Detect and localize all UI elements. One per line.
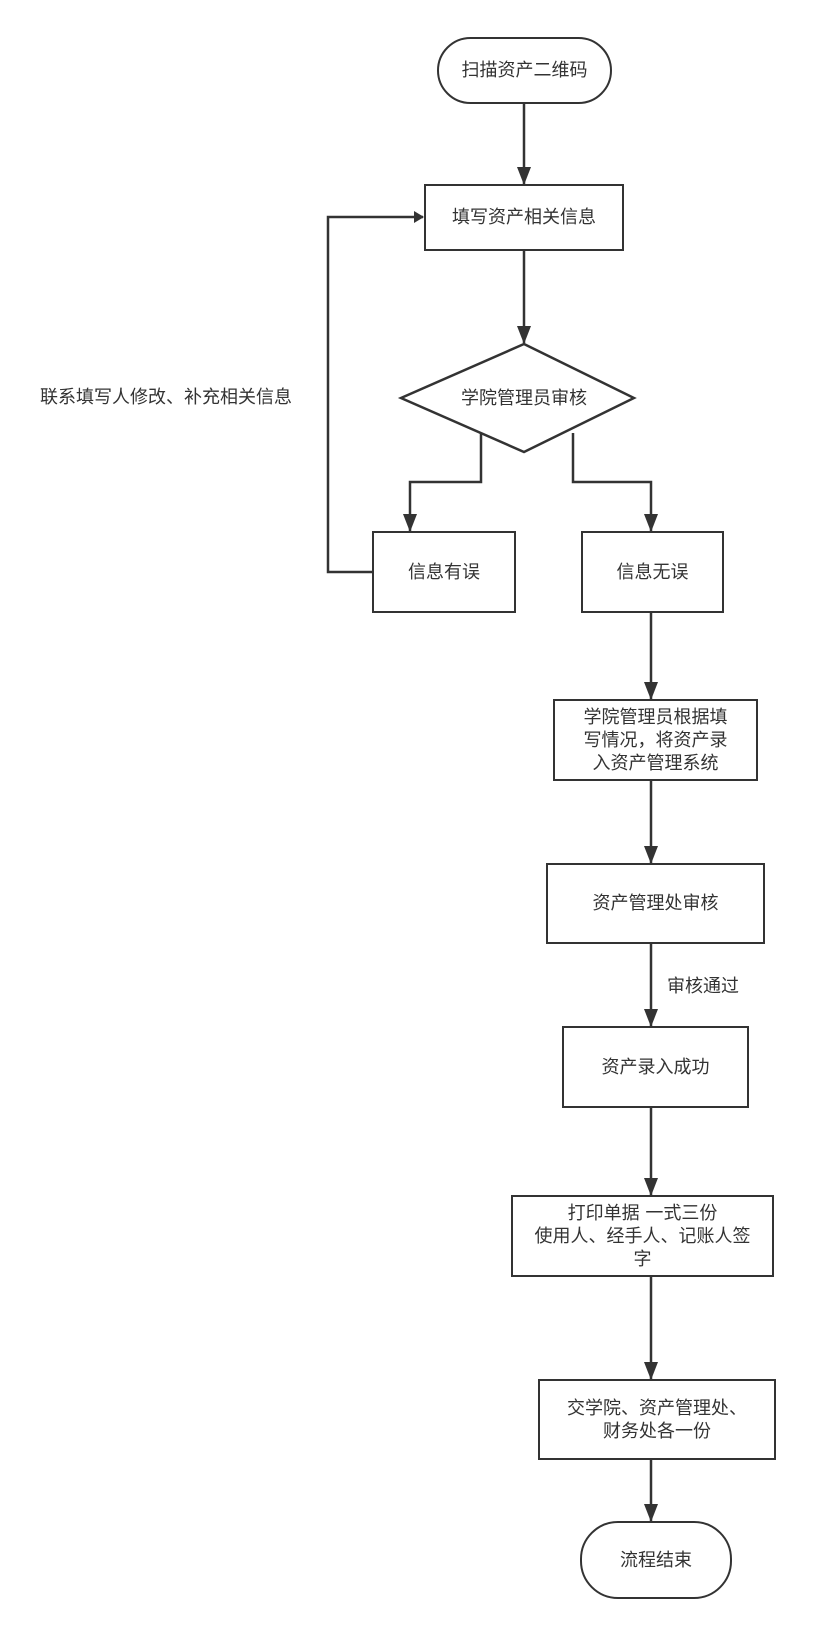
edge-label-contact-filler: 联系填写人修改、补充相关信息 xyxy=(40,383,292,409)
edge-info-error-to-fill-info xyxy=(326,211,424,574)
node-start: 扫描资产二维码 xyxy=(437,37,612,104)
node-print-docs-label: 打印单据 一式三份 使用人、经手人、记账人签 字 xyxy=(534,1202,751,1270)
node-enter-system: 学院管理员根据填 写情况，将资产录 入资产管理系统 xyxy=(553,699,758,781)
node-end: 流程结束 xyxy=(580,1521,732,1599)
node-enter-system-label: 学院管理员根据填 写情况，将资产录 入资产管理系统 xyxy=(583,706,728,774)
node-asset-office-review: 资产管理处审核 xyxy=(546,863,765,944)
node-info-error-label: 信息有误 xyxy=(408,561,480,583)
edge-review-to-info-error xyxy=(403,433,483,532)
node-fill-info: 填写资产相关信息 xyxy=(424,184,624,251)
node-start-label: 扫描资产二维码 xyxy=(461,60,588,81)
edge-label-review-passed: 审核通过 xyxy=(667,972,739,998)
node-fill-info-label: 填写资产相关信息 xyxy=(452,207,596,228)
node-distribute: 交学院、资产管理处、 财务处各一份 xyxy=(538,1379,776,1460)
node-end-label: 流程结束 xyxy=(620,1549,692,1571)
edge-review-to-info-ok xyxy=(571,433,658,532)
node-info-ok: 信息无误 xyxy=(581,531,724,613)
node-info-error: 信息有误 xyxy=(372,531,516,613)
node-college-review: 学院管理员审核 xyxy=(420,380,628,416)
node-entry-success: 资产录入成功 xyxy=(562,1026,749,1108)
node-college-review-label: 学院管理员审核 xyxy=(461,387,587,409)
node-entry-success-label: 资产录入成功 xyxy=(601,1056,710,1078)
node-distribute-label: 交学院、资产管理处、 财务处各一份 xyxy=(567,1397,747,1442)
node-print-docs: 打印单据 一式三份 使用人、经手人、记账人签 字 xyxy=(511,1195,774,1277)
decision-diamond-shape xyxy=(397,342,637,454)
node-asset-office-review-label: 资产管理处审核 xyxy=(592,893,719,914)
node-info-ok-label: 信息无误 xyxy=(616,561,689,583)
